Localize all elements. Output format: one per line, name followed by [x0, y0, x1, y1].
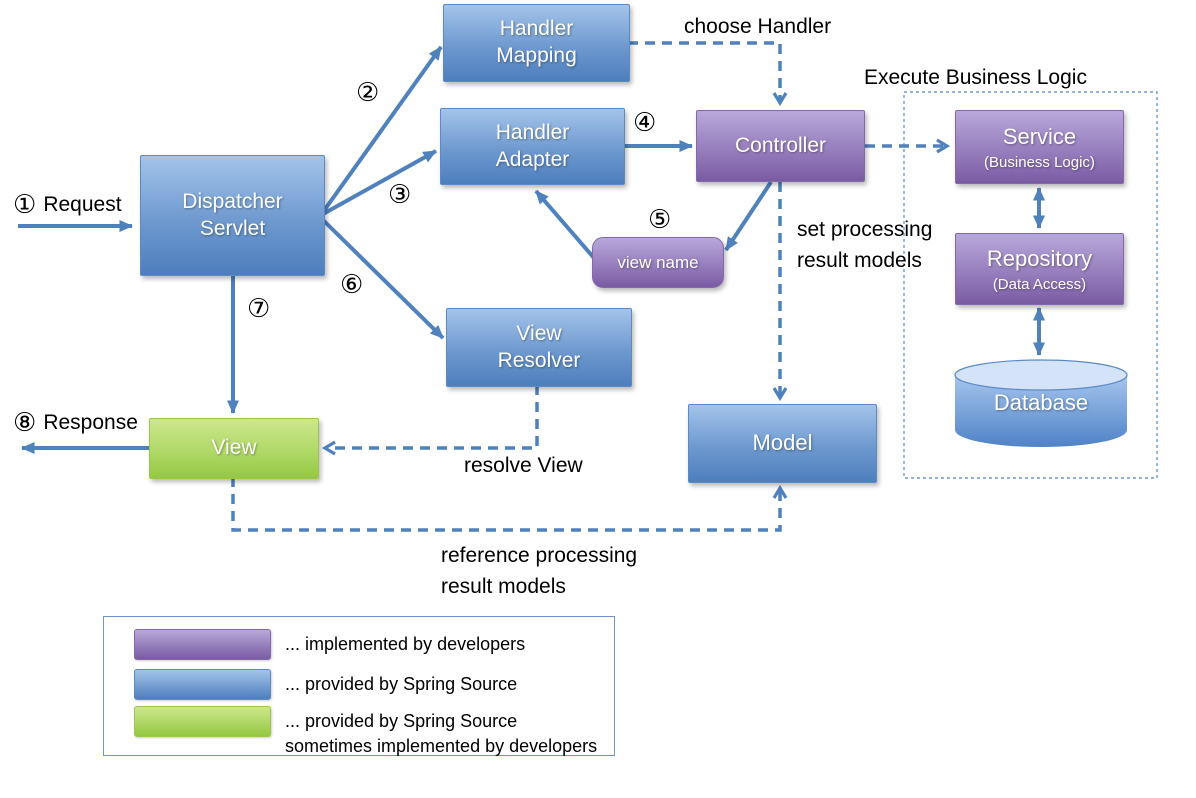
view-resolver-label: View Resolver [497, 321, 581, 372]
database-label: Database [993, 390, 1089, 415]
legend-swatch-purple [134, 629, 271, 660]
node-view-name: view name [592, 237, 724, 288]
legend-label: ... implemented by developers [285, 634, 526, 654]
node-handler-adapter: Handler Adapter [440, 108, 625, 185]
legend-swatch-green [134, 706, 271, 737]
legend-label: ... provided by Spring Source [285, 674, 518, 694]
node-view: View [149, 418, 319, 479]
database-cylinder [954, 359, 1128, 447]
arrow-step6-dispatcher-to-view-resolver [321, 218, 445, 340]
arrow-controller-to-view-name [724, 180, 773, 252]
set-processing-label: set processing result models [797, 218, 933, 272]
node-view-resolver: View Resolver [446, 308, 632, 387]
execute-business-logic-label: Execute Business Logic [864, 66, 1087, 89]
repository-title: Repository [986, 246, 1093, 272]
legend-swatch-blue [134, 669, 271, 700]
legend: ... implemented by developers ... provid… [103, 616, 615, 756]
choose-handler-label: choose Handler [684, 15, 832, 38]
arrow-choose-handler [628, 41, 788, 107]
step-7-badge: ⑦ [247, 294, 271, 324]
arrow-view-name-to-handler-adapter [534, 189, 596, 260]
arrow-resolver-to-view [321, 385, 539, 456]
repository-subtitle: (Data Access) [992, 275, 1087, 293]
handler-adapter-label: Handler Adapter [495, 120, 570, 171]
step-5-badge: ⑤ [648, 205, 672, 235]
legend-label: ... provided by Spring Source sometimes … [285, 711, 598, 756]
handler-mapping-label: Handler Mapping [496, 17, 577, 67]
service-title: Service [1002, 124, 1077, 150]
request-label: Request [43, 193, 122, 216]
node-dispatcher-servlet: Dispatcher Servlet [140, 155, 325, 276]
service-subtitle: (Business Logic) [984, 153, 1095, 171]
step-8-badge: ⑧ [13, 408, 37, 438]
arrow-step2-dispatcher-to-handler-mapping [321, 45, 443, 214]
node-controller: Controller [696, 110, 865, 182]
response-annotation: ⑧ Response [13, 410, 138, 436]
execute-business-logic-container [903, 91, 1158, 479]
step-2-badge: ② [356, 78, 380, 108]
model-label: Model [752, 430, 813, 456]
resolve-view-label: resolve View [464, 454, 583, 477]
legend-item-provided-sometimes-implemented: ... provided by Spring Source sometimes … [134, 706, 597, 759]
node-service: Service (Business Logic) [955, 110, 1124, 184]
node-handler-mapping: Handler Mapping [443, 4, 630, 82]
request-annotation: ① Request [13, 192, 122, 218]
controller-label: Controller [734, 133, 827, 157]
dispatcher-servlet-label: Dispatcher Servlet [182, 189, 283, 240]
view-name-label: view name [617, 252, 699, 272]
arrow-step3-dispatcher-to-handler-adapter [322, 149, 437, 216]
step-1-badge: ① [13, 190, 37, 220]
step-6-badge: ⑥ [340, 270, 364, 300]
response-label: Response [43, 411, 138, 434]
node-model: Model [688, 404, 877, 483]
view-label: View [211, 436, 257, 460]
step-4-badge: ④ [633, 108, 657, 138]
legend-item-implemented-by-developers: ... implemented by developers [134, 629, 525, 660]
node-repository: Repository (Data Access) [955, 233, 1124, 305]
step-3-badge: ③ [388, 180, 412, 210]
legend-item-provided-by-spring: ... provided by Spring Source [134, 669, 517, 700]
reference-processing-label: reference processing result models [441, 544, 638, 598]
arrow-view-to-model [231, 477, 788, 532]
